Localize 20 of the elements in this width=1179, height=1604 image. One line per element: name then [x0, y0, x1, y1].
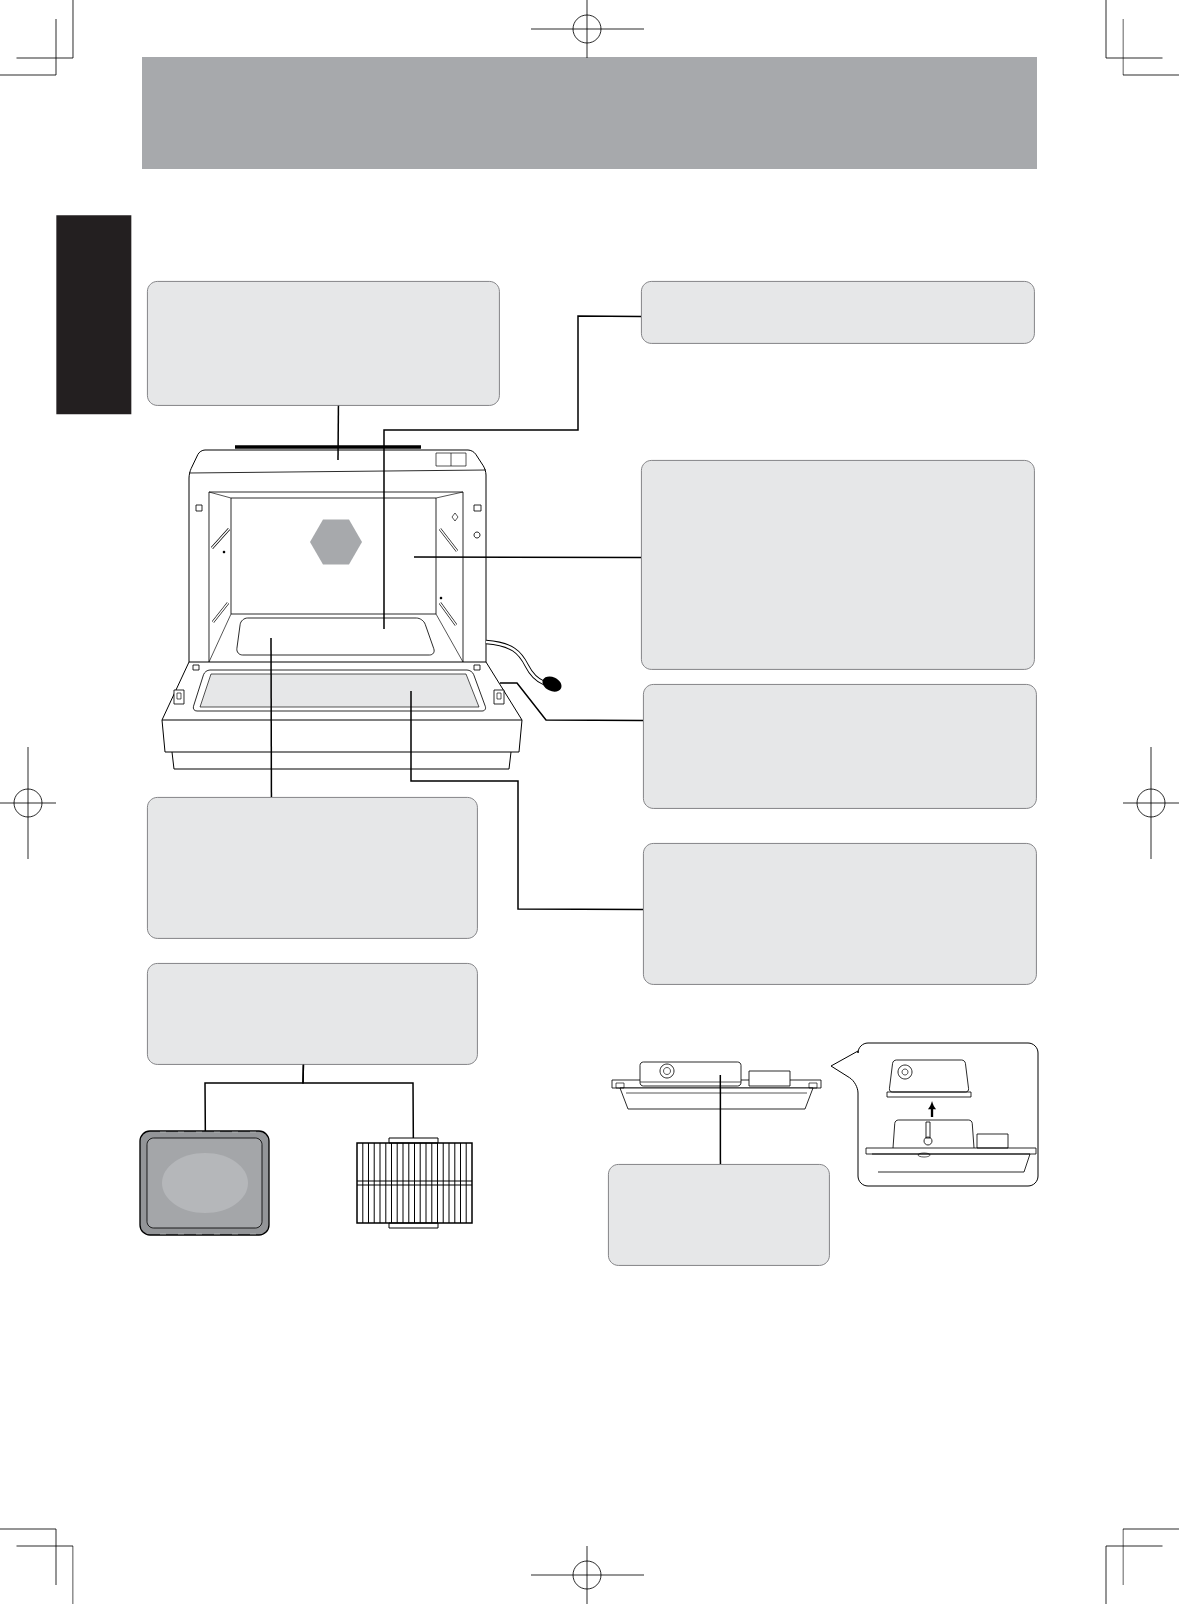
- leader-line: [719, 1074, 722, 1165]
- callout-box: [641, 281, 1035, 344]
- callout-box: [643, 684, 1037, 809]
- drip-tray-drawing: [611, 1061, 822, 1110]
- leader-line: [413, 556, 642, 559]
- leader-line: [270, 637, 273, 798]
- side-tab: [56, 215, 132, 415]
- leader-line: [410, 690, 644, 911]
- callout-box: [641, 460, 1035, 670]
- callout-box: [147, 281, 500, 406]
- baking-pan-drawing: [139, 1130, 270, 1236]
- callout-box: [147, 797, 478, 939]
- leader-line: [337, 405, 340, 461]
- callout-box: [608, 1164, 830, 1266]
- leader-line: [302, 1064, 415, 1139]
- callout-box: [643, 843, 1037, 985]
- wire-rack-drawing: [356, 1137, 473, 1229]
- callout-box: [147, 963, 478, 1065]
- leader-line: [383, 315, 642, 630]
- leader-line: [499, 682, 644, 722]
